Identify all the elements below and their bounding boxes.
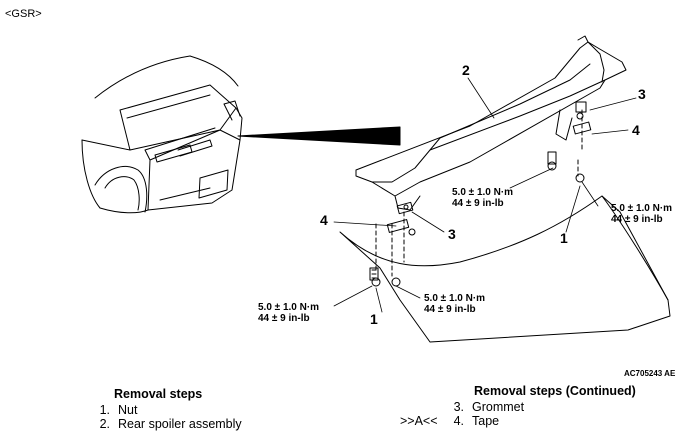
torque-metric: 5.0 ± 1.0 N·m bbox=[452, 187, 514, 198]
torque-imperial: 44 ± 9 in-lb bbox=[424, 304, 476, 315]
step-number: 2. bbox=[99, 417, 110, 431]
removal-steps: Removal steps 1. Nut 2. Rear spoiler assem… bbox=[88, 387, 242, 431]
step-label: Grommet bbox=[472, 400, 525, 414]
torque-spec-lower-center: 5.0 ± 1.0 N·m 44 ± 9 in-lb bbox=[424, 293, 485, 315]
step-number: 4. bbox=[453, 414, 464, 428]
torque-imperial: 44 ± 9 in-lb bbox=[452, 198, 504, 209]
step-label: Nut bbox=[118, 403, 138, 417]
leader-lines bbox=[333, 77, 637, 313]
callout-1-right: 1 bbox=[560, 230, 568, 246]
step-label: Rear spoiler assembly bbox=[118, 417, 242, 431]
step-number: 3. bbox=[453, 400, 464, 414]
removal-steps-heading: Removal steps bbox=[114, 387, 203, 401]
removal-step: >>A<< 4. Tape bbox=[400, 414, 636, 428]
rear-spoiler-assembly bbox=[355, 35, 627, 211]
step-label: Tape bbox=[472, 414, 500, 428]
callout-4-upper: 4 bbox=[632, 122, 640, 138]
torque-metric: 5.0 ± 1.0 N·m bbox=[424, 293, 486, 304]
callout-1-left: 1 bbox=[370, 311, 378, 327]
torque-spec-lower-left: 5.0 ± 1.0 N·m 44 ± 9 in-lb bbox=[258, 302, 319, 324]
removal-steps-continued-heading: Removal steps (Continued) bbox=[474, 384, 636, 398]
fasteners bbox=[369, 101, 592, 287]
torque-metric: 5.0 ± 1.0 N·m bbox=[258, 302, 320, 313]
callout-4-left: 4 bbox=[320, 212, 328, 228]
removal-step: 1. Nut bbox=[88, 403, 242, 417]
torque-imperial: 44 ± 9 in-lb bbox=[611, 214, 663, 225]
figure-id: AC705243 AE bbox=[624, 369, 676, 378]
callout-3-upper: 3 bbox=[638, 86, 646, 102]
removal-step: 3. Grommet bbox=[400, 400, 636, 414]
callout-2: 2 bbox=[462, 62, 470, 78]
pointer-arrow bbox=[237, 126, 401, 146]
torque-imperial: 44 ± 9 in-lb bbox=[258, 313, 310, 324]
variant-label: <GSR> bbox=[5, 8, 42, 20]
removal-steps-continued: Removal steps (Continued) 3. Grommet >>A<… bbox=[400, 384, 636, 428]
torque-spec-upper-right: 5.0 ± 1.0 N·m 44 ± 9 in-lb bbox=[452, 187, 513, 209]
step-number: 1. bbox=[99, 403, 110, 417]
removal-step: 2. Rear spoiler assembly bbox=[88, 417, 242, 431]
step-reference: >>A<< bbox=[400, 414, 438, 428]
vehicle-rear-view bbox=[81, 55, 243, 214]
callout-3-left: 3 bbox=[448, 226, 456, 242]
torque-spec-far-right: 5.0 ± 1.0 N·m 44 ± 9 in-lb bbox=[611, 203, 672, 225]
torque-metric: 5.0 ± 1.0 N·m bbox=[611, 203, 673, 214]
